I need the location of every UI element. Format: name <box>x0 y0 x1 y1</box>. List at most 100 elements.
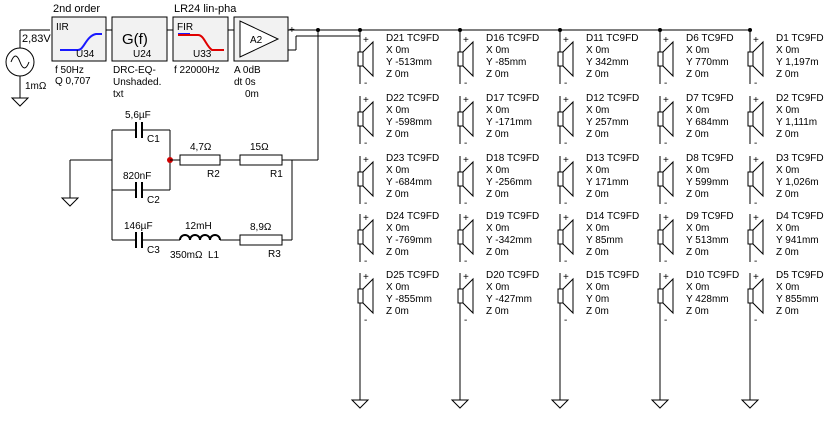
speaker-icon <box>662 40 674 78</box>
inductor-coil-icon <box>179 234 221 241</box>
speaker-icon <box>562 40 574 78</box>
r1-value: 15Ω <box>250 142 269 153</box>
driver-z: Z 0m <box>586 189 609 200</box>
driver-z: Z 0m <box>686 306 709 317</box>
speaker-icon <box>562 218 574 256</box>
speaker-icon <box>362 40 374 78</box>
iir-label: IIR <box>56 22 69 33</box>
r3-name: R3 <box>268 249 281 260</box>
resistor-r2[interactable]: 4,7Ω R2 <box>170 142 221 180</box>
inductor-l1[interactable]: 12mH 350mΩ L1 <box>170 221 221 261</box>
svg-text:-: - <box>754 138 757 149</box>
svg-text:+: + <box>463 155 469 166</box>
fir-label: FIR <box>177 22 193 33</box>
fir-block[interactable]: LR24 lin-pha FIR U33 f 22000Hz <box>172 3 237 76</box>
driver-y: Y 855mm <box>776 294 819 305</box>
driver-y: Y 171mm <box>586 177 629 188</box>
r1-name: R1 <box>270 169 283 180</box>
source-voltage: 2,83V <box>22 33 51 45</box>
driver-z: Z 0m <box>586 129 609 140</box>
gf-block[interactable]: G(f) U24 DRC-EQ- Unshaded. txt <box>111 16 168 100</box>
svg-text:+: + <box>663 155 669 166</box>
svg-text:-: - <box>364 198 367 209</box>
capacitor-c3[interactable]: 146µF C3 <box>112 221 180 256</box>
svg-text:+: + <box>563 155 569 166</box>
speaker-icon <box>362 277 374 315</box>
svg-text:-: - <box>564 138 567 149</box>
driver-x: X 0m <box>386 45 409 56</box>
driver-z: Z 0m <box>386 306 409 317</box>
driver-x: X 0m <box>776 282 799 293</box>
iir-block[interactable]: 2nd order IIR U34 f 50Hz Q 0,707 <box>51 3 107 87</box>
amp-gain: A 0dB <box>234 65 261 76</box>
driver-y: Y 599mm <box>686 177 729 188</box>
capacitor-c2[interactable]: 820nF C2 <box>112 171 170 206</box>
svg-text:+: + <box>363 155 369 166</box>
svg-text:+: + <box>563 95 569 106</box>
amp-delay: dt 0s <box>234 77 256 88</box>
c1-value: 5,6µF <box>125 110 151 121</box>
driver-y: Y 85mm <box>586 235 623 246</box>
resistor-r3[interactable]: 8,9Ω R3 <box>239 222 292 260</box>
driver-z: Z 0m <box>586 306 609 317</box>
driver-name: D14 TC9FD <box>586 211 639 222</box>
svg-text:-: - <box>664 78 667 89</box>
driver-name: D11 TC9FD <box>586 33 638 44</box>
driver-z: Z 0m <box>386 69 409 80</box>
driver-name: D20 TC9FD <box>486 270 539 281</box>
svg-text:+: + <box>563 35 569 46</box>
speaker-icon <box>462 40 474 78</box>
resistor-r1[interactable]: 15Ω R1 <box>239 142 292 180</box>
driver-y: Y 0m <box>586 294 609 305</box>
gf-label: G(f) <box>122 31 148 48</box>
amplifier-block[interactable]: A2 A 0dB dt 0s 0m + - <box>233 16 295 100</box>
driver-name: D21 TC9FD <box>386 33 439 44</box>
driver-name: D2 TC9FD <box>776 93 824 104</box>
driver-x: X 0m <box>586 45 609 56</box>
iir-q: Q 0,707 <box>55 76 91 87</box>
speaker-icon <box>462 218 474 256</box>
capacitor-c1[interactable]: 5,6µF C1 <box>112 110 170 145</box>
voltage-source[interactable]: 2,83V 1mΩ <box>5 29 51 107</box>
driver-z: Z 0m <box>686 129 709 140</box>
driver-y: Y -513mm <box>386 57 432 68</box>
svg-text:-: - <box>364 78 367 89</box>
driver-y: Y -769mm <box>386 235 432 246</box>
speaker-icon <box>562 100 574 138</box>
driver-name: D25 TC9FD <box>386 270 439 281</box>
svg-text:-: - <box>464 256 467 267</box>
driver-z: Z 0m <box>776 189 799 200</box>
driver-name: D7 TC9FD <box>686 93 734 104</box>
driver-x: X 0m <box>386 282 409 293</box>
source-resistance: 1mΩ <box>25 81 47 92</box>
driver-x: X 0m <box>486 282 509 293</box>
driver-y: Y -684mm <box>386 177 432 188</box>
driver-y: Y 1,197m <box>776 57 819 68</box>
